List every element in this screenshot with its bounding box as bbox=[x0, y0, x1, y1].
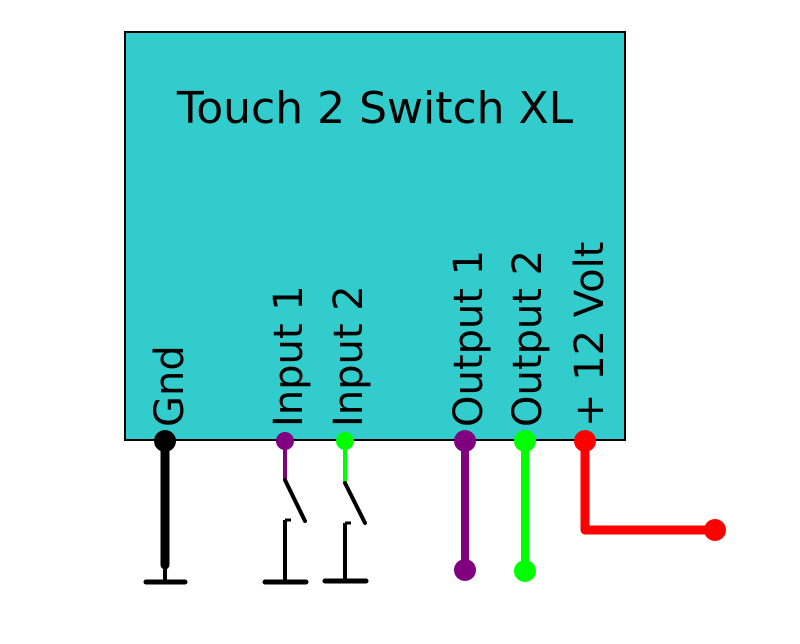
pin-label-output2: Output 2 bbox=[505, 250, 551, 427]
output2-wire bbox=[514, 430, 536, 582]
vcc-end bbox=[704, 519, 726, 541]
input1-wire bbox=[262, 432, 309, 585]
input1-terminal bbox=[276, 432, 294, 450]
gnd-wire bbox=[143, 430, 188, 585]
pin-label-output1: Output 1 bbox=[446, 250, 492, 427]
pin-label-gnd: Gnd bbox=[147, 345, 193, 427]
output2-terminal bbox=[514, 430, 536, 452]
pin-label-input2: Input 2 bbox=[326, 285, 372, 427]
input2-terminal bbox=[336, 432, 354, 450]
gnd-terminal bbox=[154, 430, 176, 452]
pin-label-vcc: + 12 Volt bbox=[567, 242, 613, 427]
input2-wire bbox=[322, 432, 369, 584]
device-title: Touch 2 Switch XL bbox=[176, 83, 574, 134]
output1-end bbox=[454, 559, 476, 581]
device-box bbox=[124, 31, 626, 441]
output1-wire bbox=[454, 430, 476, 581]
vcc-wire bbox=[574, 430, 726, 541]
vcc-terminal bbox=[574, 430, 596, 452]
pin-label-input1: Input 1 bbox=[266, 285, 312, 427]
output2-end bbox=[514, 560, 536, 582]
output1-terminal bbox=[454, 430, 476, 452]
